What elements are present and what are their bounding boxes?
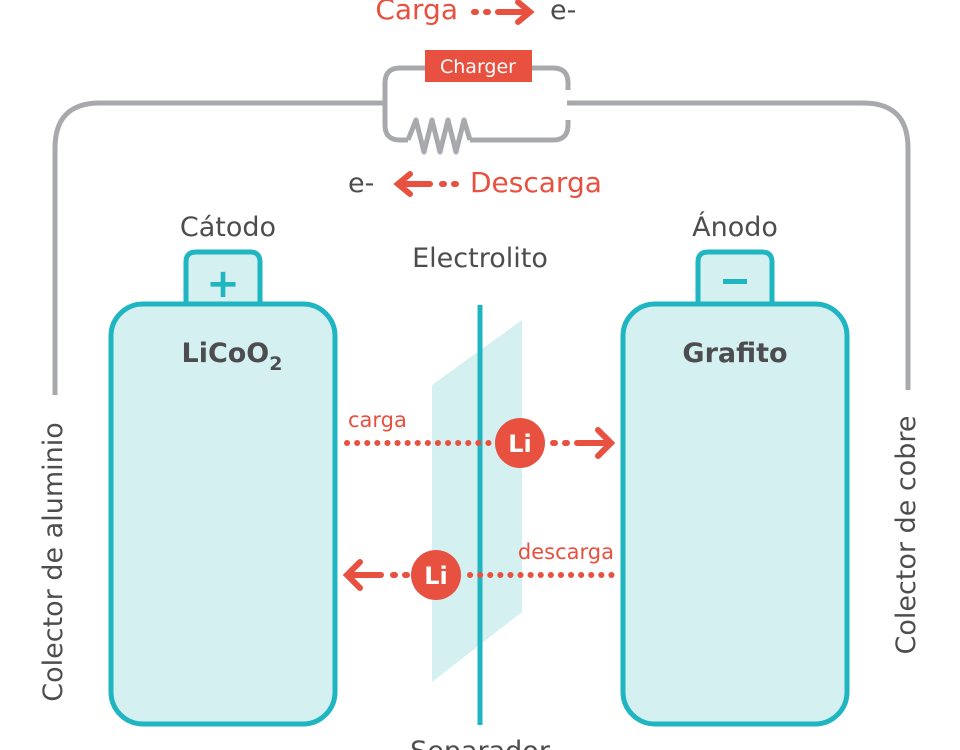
charger-loop-left xyxy=(382,65,425,143)
copper-collector-label: Colector de cobre xyxy=(891,415,922,654)
cathode-title: Cátodo xyxy=(180,212,276,243)
aluminum-collector-label: Colector de aluminio xyxy=(38,422,69,702)
charge-ion-arrow xyxy=(550,427,616,459)
charge-ion-label: carga xyxy=(348,408,407,432)
descarga-title: Descarga xyxy=(470,166,602,199)
li-ion-discharge xyxy=(411,550,461,600)
li-ion-charge xyxy=(495,418,545,468)
copper-collector-wire xyxy=(567,100,911,390)
resistor-icon xyxy=(405,117,473,155)
carga-title: Carga xyxy=(375,0,458,26)
charge-electron-arrow xyxy=(471,0,535,25)
discharge-ion-label: descarga xyxy=(518,540,614,564)
cathode-terminal xyxy=(183,249,263,305)
electron-top: e- xyxy=(550,0,576,26)
plus-icon: + xyxy=(206,261,240,307)
cathode-body xyxy=(108,301,338,727)
charger-box xyxy=(425,50,532,82)
separator-label: Separador xyxy=(410,736,551,750)
aluminum-collector-wire xyxy=(52,100,385,395)
anode-material: Grafito xyxy=(682,338,787,369)
separator-membrane xyxy=(432,320,522,682)
cathode-material: LiCoO2 xyxy=(181,338,282,375)
electron-bottom: e- xyxy=(348,168,374,199)
li-ion-charge-label: Li xyxy=(508,430,532,458)
anode-terminal xyxy=(695,249,775,305)
anode-body xyxy=(620,301,850,727)
discharge-electron-arrow xyxy=(393,171,459,197)
charger-label: Charger xyxy=(440,56,516,78)
minus-icon xyxy=(723,279,747,284)
charger-loop-right-bottom xyxy=(470,120,571,143)
discharge-ion-arrow xyxy=(342,559,410,591)
li-ion-discharge-label: Li xyxy=(424,562,448,590)
electrolyte-label: Electrolito xyxy=(412,243,548,274)
charger-loop-right-top xyxy=(532,65,571,90)
anode-title: Ánodo xyxy=(692,211,778,243)
